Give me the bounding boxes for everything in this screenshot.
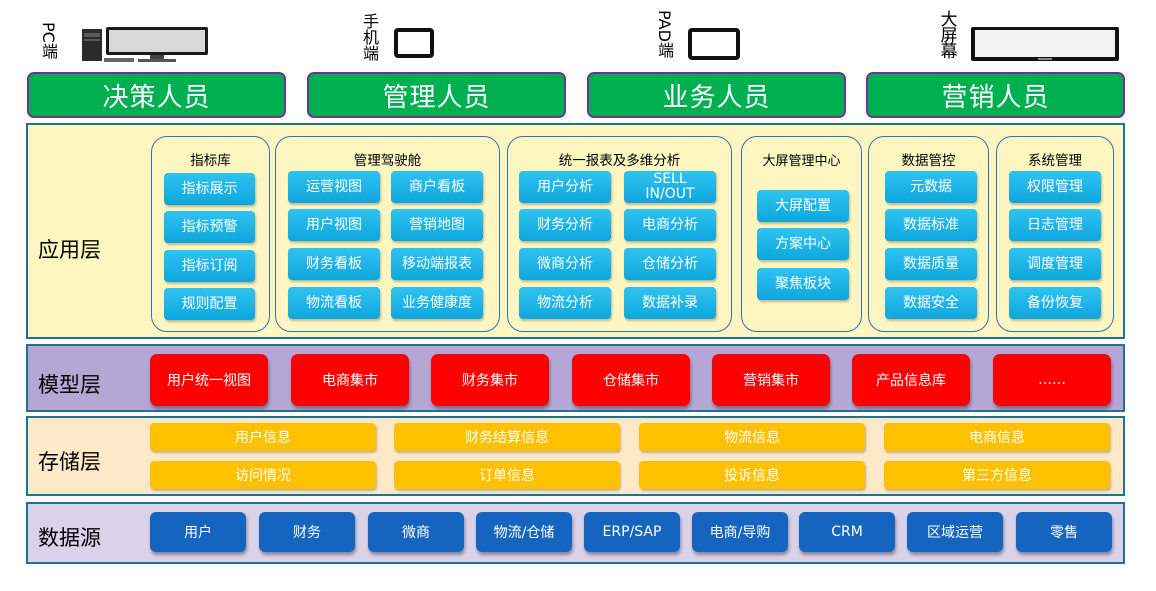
group-title: 统一报表及多维分析: [558, 153, 681, 169]
btn-user-view[interactable]: 用户视图: [288, 209, 380, 241]
model-ecommerce-mart[interactable]: 电商集市: [291, 354, 409, 406]
source-crm[interactable]: CRM: [799, 512, 895, 552]
btn-indicator-alert[interactable]: 指标预警: [164, 211, 255, 243]
source-regional-operations[interactable]: 区域运营: [907, 512, 1003, 552]
storage-logistics-info[interactable]: 物流信息: [639, 423, 865, 451]
storage-layer-title: 存储层: [38, 450, 101, 474]
source-retail[interactable]: 零售: [1016, 512, 1112, 552]
role-managers: 管理人员: [307, 72, 566, 118]
btn-ecommerce-analysis[interactable]: 电商分析: [624, 209, 716, 241]
model-marketing-mart[interactable]: 营销集市: [712, 354, 830, 406]
group-title: 指标库: [190, 153, 231, 169]
storage-finance-settlement[interactable]: 财务结算信息: [394, 423, 620, 451]
source-wechat-merchant[interactable]: 微商: [368, 512, 464, 552]
btn-rule-config[interactable]: 规则配置: [164, 288, 255, 320]
btn-wechat-merchant-analysis[interactable]: 微商分析: [519, 248, 611, 280]
group-title: 大屏管理中心: [762, 154, 841, 169]
storage-complaint-info[interactable]: 投诉信息: [639, 461, 865, 489]
btn-solution-center[interactable]: 方案中心: [757, 228, 849, 260]
big-screen-icon: [971, 27, 1119, 61]
btn-permission-management[interactable]: 权限管理: [1009, 171, 1101, 203]
application-layer-title: 应用层: [38, 238, 101, 262]
model-more[interactable]: ……: [993, 354, 1111, 406]
btn-indicator-subscribe[interactable]: 指标订阅: [164, 250, 255, 282]
storage-user-info[interactable]: 用户信息: [150, 423, 376, 451]
device-label-bigscreen: 大屏幕: [940, 10, 958, 62]
device-label-mobile: 手机端: [362, 12, 379, 63]
device-label-pc: PC端: [39, 22, 58, 59]
group-title: 管理驾驶舱: [353, 153, 422, 169]
btn-user-analysis[interactable]: 用户分析: [519, 171, 611, 203]
role-marketing-staff: 营销人员: [866, 72, 1125, 118]
storage-order-info[interactable]: 订单信息: [394, 461, 620, 489]
btn-warehouse-analysis[interactable]: 仓储分析: [624, 248, 716, 280]
btn-data-security[interactable]: 数据安全: [885, 287, 977, 319]
btn-sell-in-out[interactable]: SELL IN/OUT: [624, 171, 716, 203]
btn-scheduling-management[interactable]: 调度管理: [1009, 248, 1101, 280]
btn-data-standard[interactable]: 数据标准: [885, 209, 977, 241]
storage-third-party-info[interactable]: 第三方信息: [884, 461, 1110, 489]
btn-data-supplement[interactable]: 数据补录: [624, 287, 716, 319]
mobile-icon: [394, 28, 434, 58]
btn-indicator-display[interactable]: 指标展示: [164, 173, 255, 205]
group-title: 系统管理: [1028, 153, 1082, 169]
source-ecommerce-guide[interactable]: 电商/导购: [692, 512, 788, 552]
btn-marketing-map[interactable]: 营销地图: [391, 209, 483, 241]
btn-finance-analysis[interactable]: 财务分析: [519, 209, 611, 241]
btn-mobile-report[interactable]: 移动端报表: [391, 248, 483, 280]
btn-business-health[interactable]: 业务健康度: [391, 287, 483, 319]
btn-backup-restore[interactable]: 备份恢复: [1009, 287, 1101, 319]
role-decision-makers: 决策人员: [27, 72, 286, 118]
btn-logistics-board[interactable]: 物流看板: [288, 287, 380, 319]
btn-operations-view[interactable]: 运营视图: [288, 171, 380, 203]
data-source-layer-title: 数据源: [38, 526, 101, 550]
model-warehouse-mart[interactable]: 仓储集市: [572, 354, 690, 406]
btn-logistics-analysis[interactable]: 物流分析: [519, 287, 611, 319]
model-finance-mart[interactable]: 财务集市: [431, 354, 549, 406]
source-user[interactable]: 用户: [150, 512, 246, 552]
btn-bigscreen-config[interactable]: 大屏配置: [757, 190, 849, 222]
model-layer-title: 模型层: [38, 373, 101, 397]
source-erp-sap[interactable]: ERP/SAP: [584, 512, 680, 552]
group-title: 数据管控: [901, 153, 956, 169]
storage-ecommerce-info[interactable]: 电商信息: [884, 423, 1110, 451]
model-product-info-base[interactable]: 产品信息库: [852, 354, 970, 406]
btn-merchant-board[interactable]: 商户看板: [391, 171, 483, 203]
pc-icon: [82, 27, 208, 62]
btn-data-quality[interactable]: 数据质量: [885, 248, 977, 280]
storage-visit-stats[interactable]: 访问情况: [150, 461, 376, 489]
btn-metadata[interactable]: 元数据: [885, 171, 977, 203]
source-finance[interactable]: 财务: [259, 512, 355, 552]
btn-focus-block[interactable]: 聚焦板块: [757, 268, 849, 300]
device-label-pad: PAD端: [655, 10, 674, 58]
tablet-icon: [688, 28, 740, 60]
source-logistics-warehouse[interactable]: 物流/仓储: [476, 512, 572, 552]
role-business-staff: 业务人员: [587, 72, 846, 118]
model-user-unified-view[interactable]: 用户统一视图: [150, 354, 268, 406]
btn-finance-board[interactable]: 财务看板: [288, 248, 380, 280]
btn-log-management[interactable]: 日志管理: [1009, 209, 1101, 241]
